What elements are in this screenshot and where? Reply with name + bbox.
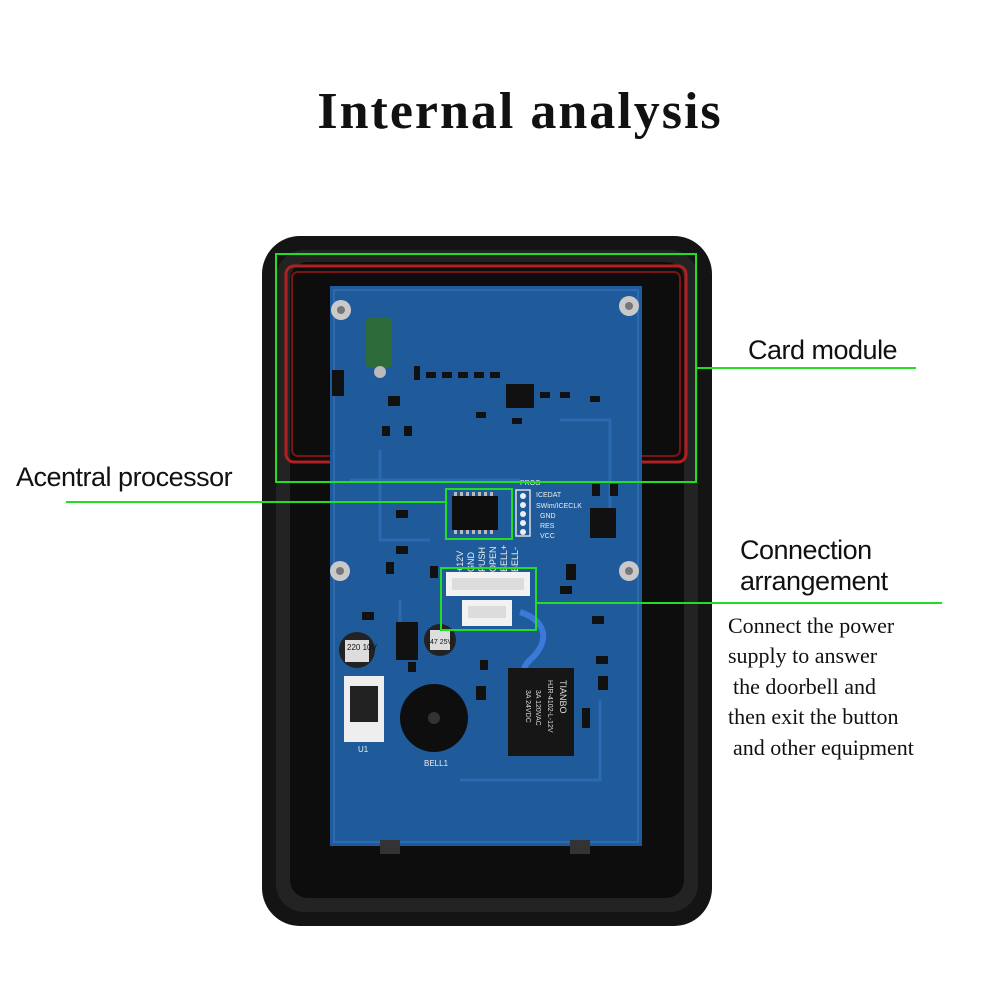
header-pin-label: GND (540, 513, 556, 520)
terminal-label: BELL+ (499, 545, 509, 572)
page-title: Internal analysis (317, 83, 723, 140)
card-module-label: Card module (748, 335, 898, 365)
header-pin-label: SWim/ICECLK (536, 503, 582, 510)
relay (508, 668, 574, 756)
u3-chip (590, 508, 616, 538)
central-processor-chip (452, 496, 498, 530)
processor-highlight (445, 488, 513, 540)
terminal-label: GND (466, 552, 476, 573)
header-pin-label: ICEDAT (536, 492, 562, 499)
connection-label-line2: arrangement (740, 566, 888, 596)
terminal-label: BELL- (510, 547, 520, 572)
terminal-label: PUSH (477, 547, 487, 572)
terminal-label: +12V (455, 551, 465, 572)
prog-header (515, 489, 531, 537)
capacitor-ec2-label: 220 10V (347, 643, 377, 652)
buzzer-label: BELL1 (424, 759, 449, 768)
relay-rating: 3A 120VAC (534, 690, 541, 726)
connection-description-line: supply to answer (728, 643, 878, 668)
diode-d1 (396, 622, 418, 660)
relay-rating: 3A 24VDC (524, 690, 531, 723)
connection-description-line: and other equipment (733, 735, 914, 760)
card-module-chip (506, 384, 534, 408)
prog-title: PROG (520, 480, 541, 487)
relay-model: HJR-4102-L-12V (546, 680, 553, 733)
connection-description-line: then exit the button (728, 704, 899, 729)
header-pin-label: VCC (540, 533, 555, 540)
processor-label: Acentral processor (16, 462, 233, 492)
terminal-label: OPEN (488, 546, 498, 572)
connection-highlight (440, 567, 537, 631)
regulator-label: U1 (358, 745, 369, 754)
relay-brand: TIANBO (558, 680, 568, 714)
connection-label-line1: Connection (740, 535, 872, 565)
smd-components (332, 366, 618, 728)
connection-description-line: Connect the power (728, 613, 895, 638)
pcb-board (330, 286, 642, 846)
header-pin-label: RES (540, 523, 555, 530)
connection-description-line: the doorbell and (733, 674, 876, 699)
capacitor-ec1-label: 47 25V (430, 639, 453, 646)
film-capacitor (366, 318, 392, 368)
